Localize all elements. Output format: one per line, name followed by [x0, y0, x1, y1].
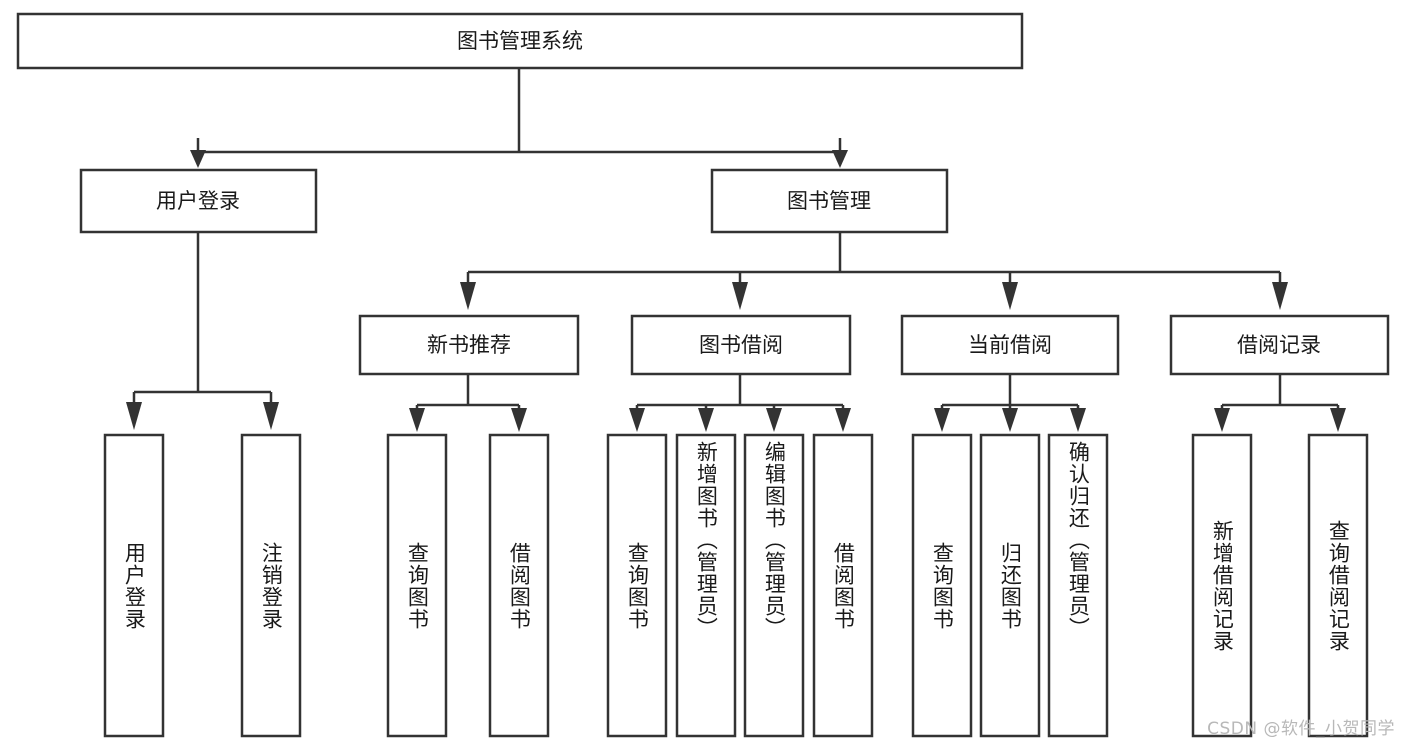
arrow-head-icon	[511, 408, 527, 432]
leaf-newbooks-query[interactable]	[386, 433, 448, 738]
leaf-current-confirm-return[interactable]	[1047, 433, 1109, 738]
arrow-head-icon	[1214, 408, 1230, 432]
connector-root-to-level2	[190, 68, 848, 168]
node-book-borrow-label: 图书借阅	[699, 333, 783, 357]
leaf-records-add[interactable]	[1191, 433, 1253, 738]
arrow-head-icon	[1002, 282, 1018, 310]
node-current-borrow-label: 当前借阅	[968, 333, 1052, 357]
arrow-head-icon	[832, 150, 848, 168]
leaf-borrow-query[interactable]	[606, 433, 668, 738]
connector-borrowrecords-to-leaves	[1214, 374, 1346, 432]
node-root-system[interactable]	[16, 12, 1024, 70]
node-book-management-label: 图书管理	[787, 189, 871, 213]
csdn-watermark: CSDN @软件_小贺同学	[1207, 719, 1395, 739]
arrow-head-icon	[629, 408, 645, 432]
node-borrow-records[interactable]	[1169, 314, 1390, 376]
arrow-head-icon	[698, 408, 714, 432]
arrow-head-icon	[263, 402, 279, 430]
arrow-head-icon	[460, 282, 476, 310]
connector-bookborrow-to-leaves	[629, 374, 851, 432]
node-new-book-recommend[interactable]	[358, 314, 580, 376]
arrow-head-icon	[732, 282, 748, 310]
node-book-borrow[interactable]	[630, 314, 852, 376]
connector-newbooks-to-leaves	[409, 374, 527, 432]
node-user-login[interactable]	[79, 168, 318, 234]
arrow-head-icon	[1070, 408, 1086, 432]
node-book-management[interactable]	[710, 168, 949, 234]
node-borrow-records-label: 借阅记录	[1237, 333, 1321, 357]
leaf-current-query[interactable]	[911, 433, 973, 738]
leaf-borrow-add-book[interactable]	[675, 433, 737, 738]
leaf-newbooks-borrow[interactable]	[488, 433, 550, 738]
arrow-head-icon	[1002, 408, 1018, 432]
arrow-head-icon	[835, 408, 851, 432]
arrow-head-icon	[934, 408, 950, 432]
arrow-head-icon	[126, 402, 142, 430]
node-root-system-label: 图书管理系统	[457, 29, 583, 53]
node-new-book-recommend-label: 新书推荐	[427, 333, 511, 357]
leaf-borrow-edit-book[interactable]	[743, 433, 805, 738]
connector-currentborrow-to-leaves	[934, 374, 1086, 432]
arrow-head-icon	[1272, 282, 1288, 310]
leaf-records-query[interactable]	[1307, 433, 1369, 738]
node-user-login-label: 用户登录	[156, 189, 240, 213]
arrow-head-icon	[766, 408, 782, 432]
leaf-borrow-borrow-book[interactable]	[812, 433, 874, 738]
leaf-user-login-logout[interactable]	[240, 433, 302, 738]
connector-bookmgmt-to-level3	[460, 232, 1288, 310]
leaf-user-login-login[interactable]	[103, 433, 165, 738]
leaf-current-return[interactable]	[979, 433, 1041, 738]
node-current-borrow[interactable]	[900, 314, 1120, 376]
arrow-head-icon	[190, 150, 206, 168]
connector-userlogin-to-leaves	[126, 232, 279, 430]
arrow-head-icon	[409, 408, 425, 432]
arrow-head-icon	[1330, 408, 1346, 432]
